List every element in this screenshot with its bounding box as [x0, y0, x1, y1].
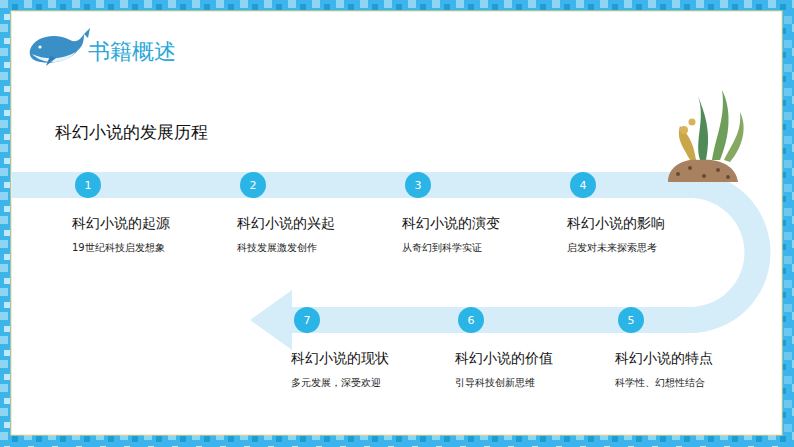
step-heading: 科幻小说的特点 — [615, 350, 781, 368]
timeline-step: 4 科幻小说的影响启发对未来探索思考 — [567, 172, 733, 255]
step-description: 多元发展，深受欢迎 — [291, 376, 457, 390]
timeline-step: 6 科幻小说的价值引导科技创新思维 — [455, 307, 621, 390]
step-number: 3 — [405, 172, 431, 198]
step-number: 6 — [458, 307, 484, 333]
timeline-step: 2 科幻小说的兴起科技发展激发创作 — [237, 172, 403, 255]
step-number: 1 — [75, 172, 101, 198]
step-description: 科学性、幻想性结合 — [615, 376, 781, 390]
step-number: 4 — [570, 172, 596, 198]
step-number: 5 — [618, 307, 644, 333]
flow-band — [12, 172, 771, 350]
step-heading: 科幻小说的现状 — [291, 350, 457, 368]
whale-icon — [30, 28, 90, 66]
step-heading: 科幻小说的演变 — [402, 215, 568, 233]
seaweed-illustration — [668, 90, 744, 182]
step-heading: 科幻小说的影响 — [567, 215, 733, 233]
timeline-step: 1 科幻小说的起源 19世纪科技启发想象 — [72, 172, 238, 255]
step-description: 启发对未来探索思考 — [567, 241, 733, 255]
step-description: 科技发展激发创作 — [237, 241, 403, 255]
step-heading: 科幻小说的兴起 — [237, 215, 403, 233]
white-panel — [11, 11, 782, 435]
section-heading: 科幻小说的发展历程 — [55, 121, 208, 144]
step-number: 7 — [294, 307, 320, 333]
step-heading: 科幻小说的起源 — [72, 215, 238, 233]
step-description: 从奇幻到科学实证 — [402, 241, 568, 255]
step-number: 2 — [240, 172, 266, 198]
step-description: 引导科技创新思维 — [455, 376, 621, 390]
timeline-step: 7 科幻小说的现状多元发展，深受欢迎 — [291, 307, 457, 390]
step-description: 19世纪科技启发想象 — [72, 241, 238, 255]
step-heading: 科幻小说的价值 — [455, 350, 621, 368]
timeline-step: 5 科幻小说的特点科学性、幻想性结合 — [615, 307, 781, 390]
timeline-step: 3 科幻小说的演变从奇幻到科学实证 — [402, 172, 568, 255]
slide-title: 书籍概述 — [88, 37, 176, 67]
